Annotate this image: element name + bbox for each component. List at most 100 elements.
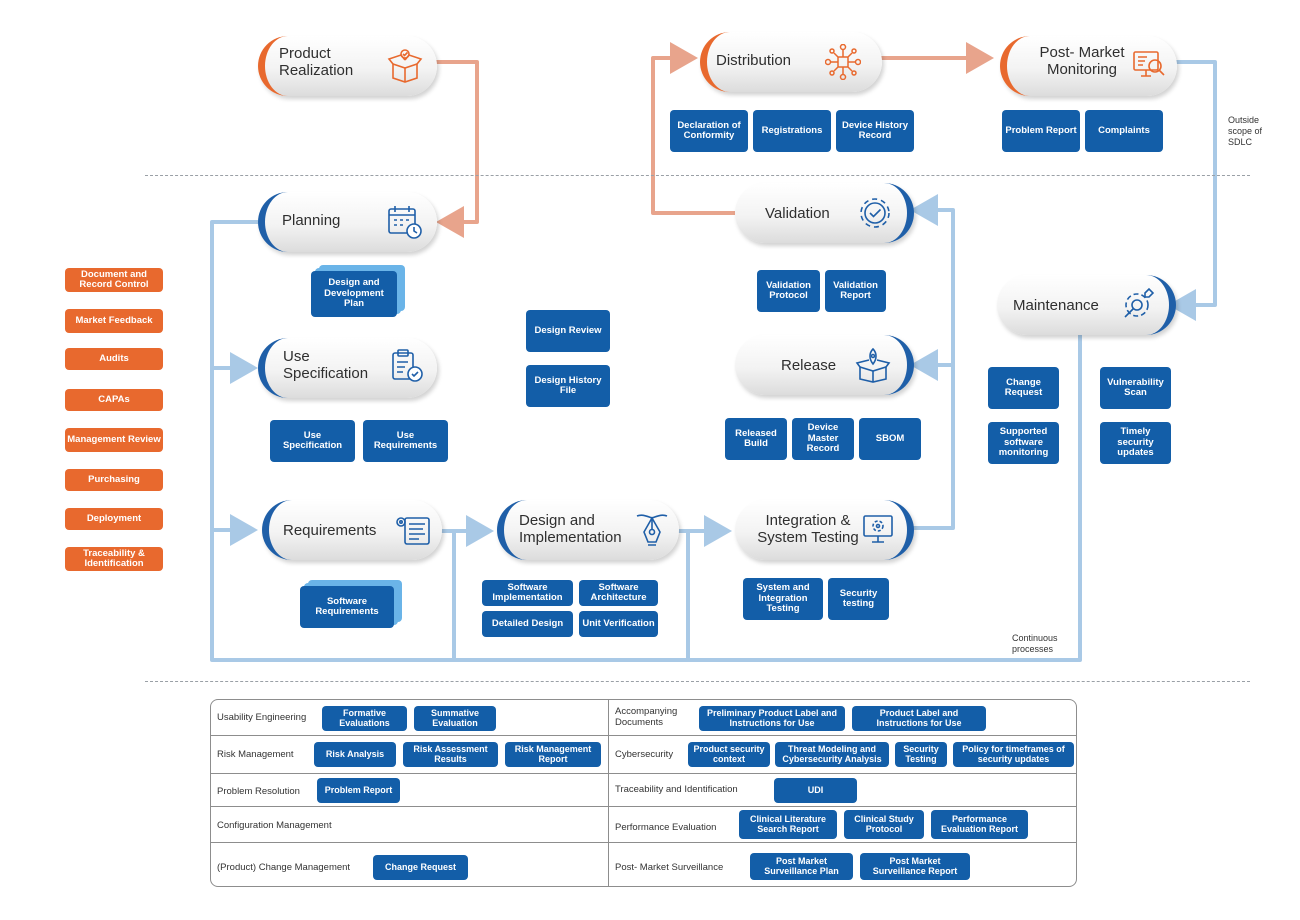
- table-item-product-label[interactable]: Product Label and Instructions for Use: [852, 706, 986, 731]
- connector-planning-rail: [210, 220, 1082, 662]
- row-label-accompanying-documents: Accompanying Documents: [615, 706, 678, 728]
- deliverable-sbom[interactable]: SBOM: [859, 418, 921, 460]
- deliverable-software-requirements[interactable]: Software Requirements: [300, 586, 394, 628]
- side-process-market-feedback[interactable]: Market Feedback: [65, 309, 163, 333]
- deliverable-timely-security-updates[interactable]: Timely security updates: [1100, 422, 1171, 464]
- phase-planning[interactable]: Planning: [258, 192, 437, 252]
- pen-tool-icon: [636, 514, 668, 546]
- deliverable-supported-software-monitoring[interactable]: Supported software monitoring: [988, 422, 1059, 464]
- phase-requirements[interactable]: Requirements: [262, 500, 442, 560]
- deliverable-unit-verification[interactable]: Unit Verification: [579, 611, 658, 637]
- deliverable-validation-report[interactable]: Validation Report: [825, 270, 886, 312]
- row-label-post-market-surveillance: Post- Market Surveillance: [615, 862, 724, 873]
- monitor-gear-icon: [863, 515, 893, 543]
- deliverable-change-request[interactable]: Change Request: [988, 367, 1059, 409]
- table-item-product-security-context[interactable]: Product security context: [688, 742, 770, 767]
- phase-label: Product Realization: [279, 45, 354, 79]
- connector-requirements-design: [437, 529, 456, 660]
- row-label-problem-resolution: Problem Resolution: [217, 786, 300, 797]
- deliverable-detailed-design[interactable]: Detailed Design: [482, 611, 573, 637]
- deliverable-design-history-file[interactable]: Design History File: [526, 365, 610, 407]
- table-item-risk-management-report[interactable]: Risk Management Report: [505, 742, 601, 767]
- table-item-formative-evaluations[interactable]: Formative Evaluations: [322, 706, 407, 731]
- table-item-pms-report[interactable]: Post Market Surveillance Report: [860, 853, 970, 880]
- phase-design-implementation[interactable]: Design and Implementation: [497, 500, 679, 560]
- side-process-document-record-control[interactable]: Document and Record Control: [65, 268, 163, 292]
- phase-label: Design and Implementation: [519, 512, 622, 546]
- row-divider: [211, 773, 1076, 774]
- deliverable-complaints[interactable]: Complaints: [1085, 110, 1163, 152]
- wrench-gear-icon: [1124, 287, 1155, 318]
- requirements-icon: [396, 517, 430, 545]
- phase-use-specification[interactable]: Use Specification: [258, 338, 437, 398]
- deliverable-software-architecture[interactable]: Software Architecture: [579, 580, 658, 606]
- gear-check-icon: [860, 198, 890, 228]
- note-outside-scope: Outside scope of SDLC: [1228, 115, 1263, 147]
- row-label-risk-management: Risk Management: [217, 749, 294, 760]
- connector-realization-planning: [430, 60, 479, 238]
- side-process-deployment[interactable]: Deployment: [65, 508, 163, 530]
- deliverable-use-requirements[interactable]: Use Requirements: [363, 420, 448, 462]
- clipboard-check-icon: [392, 349, 423, 382]
- connector-integration-up: [905, 194, 955, 530]
- deliverable-problem-report[interactable]: Problem Report: [1002, 110, 1080, 152]
- phase-label: Post- Market Monitoring: [1039, 44, 1125, 78]
- box-icon: [387, 49, 423, 83]
- deliverable-stack-design-development-plan: Design and Development Plan: [311, 265, 405, 317]
- deliverable-design-development-plan[interactable]: Design and Development Plan: [311, 271, 397, 317]
- phase-post-market-monitoring[interactable]: Post- Market Monitoring: [1000, 36, 1177, 96]
- table-item-clinical-literature[interactable]: Clinical Literature Search Report: [739, 810, 837, 839]
- table-item-risk-assessment-results[interactable]: Risk Assessment Results: [403, 742, 498, 767]
- table-item-performance-evaluation-report[interactable]: Performance Evaluation Report: [931, 810, 1028, 839]
- divider-top: [145, 175, 1250, 176]
- phase-maintenance[interactable]: Maintenance: [997, 275, 1176, 335]
- deliverable-system-integration-testing[interactable]: System and Integration Testing: [743, 578, 823, 620]
- phase-label: Requirements: [283, 522, 377, 539]
- deliverable-security-testing[interactable]: Security testing: [828, 578, 889, 620]
- deliverable-registrations[interactable]: Registrations: [753, 110, 831, 152]
- phase-release[interactable]: Release: [735, 335, 914, 395]
- deliverable-declaration-of-conformity[interactable]: Declaration of Conformity: [670, 110, 748, 152]
- monitor-search-icon: [1133, 51, 1165, 77]
- phase-integration-testing[interactable]: Integration & System Testing: [735, 500, 914, 560]
- phase-label: Planning: [282, 212, 341, 229]
- row-divider: [211, 735, 1076, 736]
- table-item-pms-plan[interactable]: Post Market Surveillance Plan: [750, 853, 853, 880]
- deliverable-validation-protocol[interactable]: Validation Protocol: [757, 270, 820, 312]
- note-continuous-processes: Continuous processes: [1012, 633, 1058, 654]
- connector-validation-distribution: [651, 42, 735, 215]
- phase-label: Distribution: [716, 52, 792, 69]
- table-item-security-testing[interactable]: Security Testing: [895, 742, 947, 767]
- deliverable-use-specification[interactable]: Use Specification: [270, 420, 355, 462]
- side-process-traceability-identification[interactable]: Traceability & Identification: [65, 547, 163, 571]
- deliverable-released-build[interactable]: Released Build: [725, 418, 787, 460]
- side-process-capas[interactable]: CAPAs: [65, 389, 163, 411]
- table-item-change-request[interactable]: Change Request: [373, 855, 468, 880]
- side-process-management-review[interactable]: Management Review: [65, 428, 163, 452]
- table-item-problem-report[interactable]: Problem Report: [317, 778, 400, 803]
- phase-product-realization[interactable]: Product Realization: [258, 36, 437, 96]
- deliverable-device-history-record[interactable]: Device History Record: [836, 110, 914, 152]
- calendar-icon: [388, 206, 422, 239]
- table-item-summative-evaluation[interactable]: Summative Evaluation: [414, 706, 496, 731]
- phase-label: Integration & System Testing: [757, 512, 859, 546]
- deliverable-design-review[interactable]: Design Review: [526, 310, 610, 352]
- table-item-policy-security-updates[interactable]: Policy for timeframes of security update…: [953, 742, 1074, 767]
- deliverable-software-implementation[interactable]: Software Implementation: [482, 580, 573, 606]
- phase-distribution[interactable]: Distribution: [700, 32, 882, 92]
- table-item-preliminary-label[interactable]: Preliminary Product Label and Instructio…: [699, 706, 845, 731]
- row-label-usability: Usability Engineering: [217, 712, 307, 723]
- phase-label: Release: [781, 357, 837, 374]
- deliverable-vulnerability-scan[interactable]: Vulnerability Scan: [1100, 367, 1171, 409]
- table-item-clinical-study-protocol[interactable]: Clinical Study Protocol: [844, 810, 924, 839]
- table-item-udi[interactable]: UDI: [774, 778, 857, 803]
- deliverable-device-master-record[interactable]: Device Master Record: [792, 418, 854, 460]
- phase-label: Validation: [765, 205, 830, 222]
- table-item-threat-modeling[interactable]: Threat Modeling and Cybersecurity Analys…: [775, 742, 889, 767]
- phase-validation[interactable]: Validation: [735, 183, 914, 243]
- phase-label: Use Specification: [283, 348, 369, 382]
- table-item-risk-analysis[interactable]: Risk Analysis: [314, 742, 396, 767]
- side-process-purchasing[interactable]: Purchasing: [65, 469, 163, 491]
- side-process-audits[interactable]: Audits: [65, 348, 163, 370]
